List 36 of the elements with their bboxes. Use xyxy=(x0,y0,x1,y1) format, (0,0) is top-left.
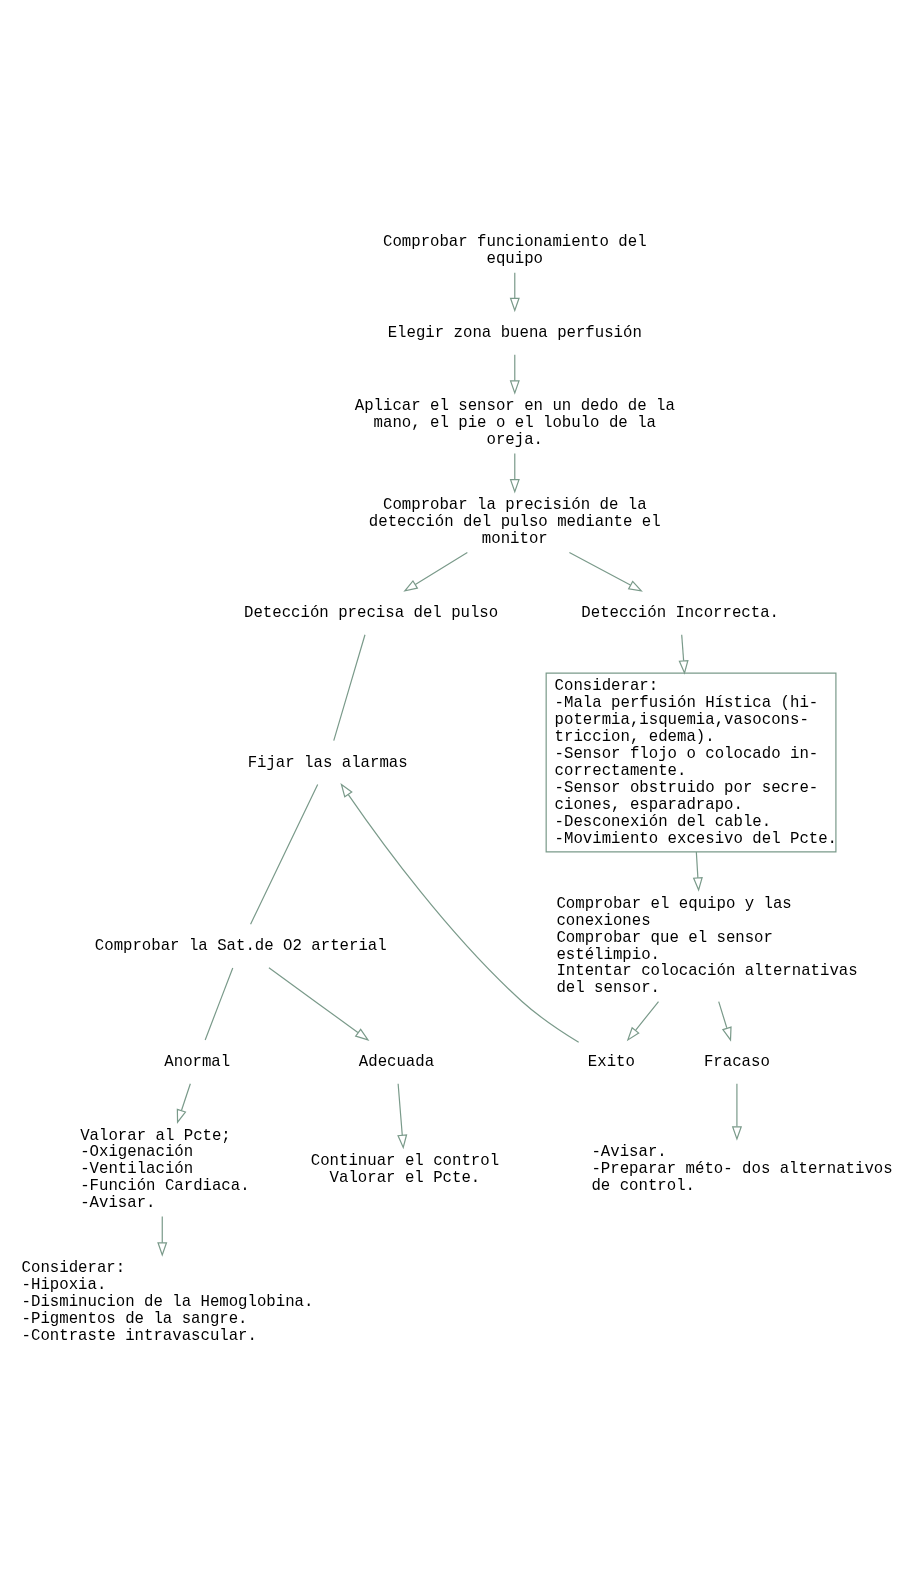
node-text: Comprobar el equipo y las conexiones Comprobar que el sensor estélimpio. Intentar colocación alternativas del sensor. xyxy=(556,894,858,997)
node-text: Fijar las alarmas xyxy=(247,753,408,772)
node-box: Considerar: -Mala perfusión Hística (hi- potermia,isquemia,vasocons- triccion, edema). -Sensor flojo o colocado in- correctamente. -Sensor obstruido por secre- ciones, esparadrapo. -Desconexión del cable. -Movimiento excesivo del Pcte. xyxy=(545,672,837,852)
node-text: Elegir zona buena perfusión xyxy=(387,323,642,342)
connector xyxy=(249,783,319,925)
connector xyxy=(204,966,234,1041)
arrow xyxy=(509,271,520,312)
arrow xyxy=(718,1000,732,1042)
arrow xyxy=(509,452,520,494)
arrow xyxy=(340,782,580,1043)
arrow xyxy=(403,551,468,592)
arrow xyxy=(268,966,370,1041)
node-text: Comprobar funcionamiento del equipo xyxy=(382,232,647,268)
arrow xyxy=(176,1082,191,1124)
arrow xyxy=(692,850,703,892)
arrow xyxy=(397,1082,408,1149)
node-text: Fracaso xyxy=(703,1052,770,1071)
node-text: Detección Incorrecta. xyxy=(581,603,780,622)
arrow xyxy=(157,1215,168,1257)
node-text: Adecuada xyxy=(358,1052,435,1071)
connector xyxy=(333,633,366,741)
arrow xyxy=(568,551,643,592)
node-text: -Avisar. -Preparar méto- dos alternativos de control. xyxy=(591,1142,893,1195)
node-text: Continuar el control Valorar el Pcte. xyxy=(310,1151,500,1187)
node-text: Considerar: -Hipoxia. -Disminucion de la Hemoglobina. -Pigmentos de la sangre. -Contraste intravascular. xyxy=(21,1258,314,1345)
node-text: Aplicar el sensor en un dedo de la mano, el pie o el lobulo de la oreja. xyxy=(354,396,675,449)
node-text: Detección precisa del pulso xyxy=(244,603,499,622)
arrow xyxy=(731,1082,742,1141)
node-text: Exito xyxy=(587,1052,635,1071)
node-text: Valorar al Pcte; -Oxigenación -Ventilación -Función Cardiaca. -Avisar. xyxy=(80,1126,250,1212)
node-text: Comprobar la Sat.de O2 arterial xyxy=(94,936,387,955)
arrow xyxy=(626,1000,660,1041)
arrow xyxy=(678,633,689,675)
arrow xyxy=(509,353,520,395)
node-text: Comprobar la precisión de la detección del pulso mediante el monitor xyxy=(368,495,661,548)
node-text: Anormal xyxy=(164,1052,231,1071)
